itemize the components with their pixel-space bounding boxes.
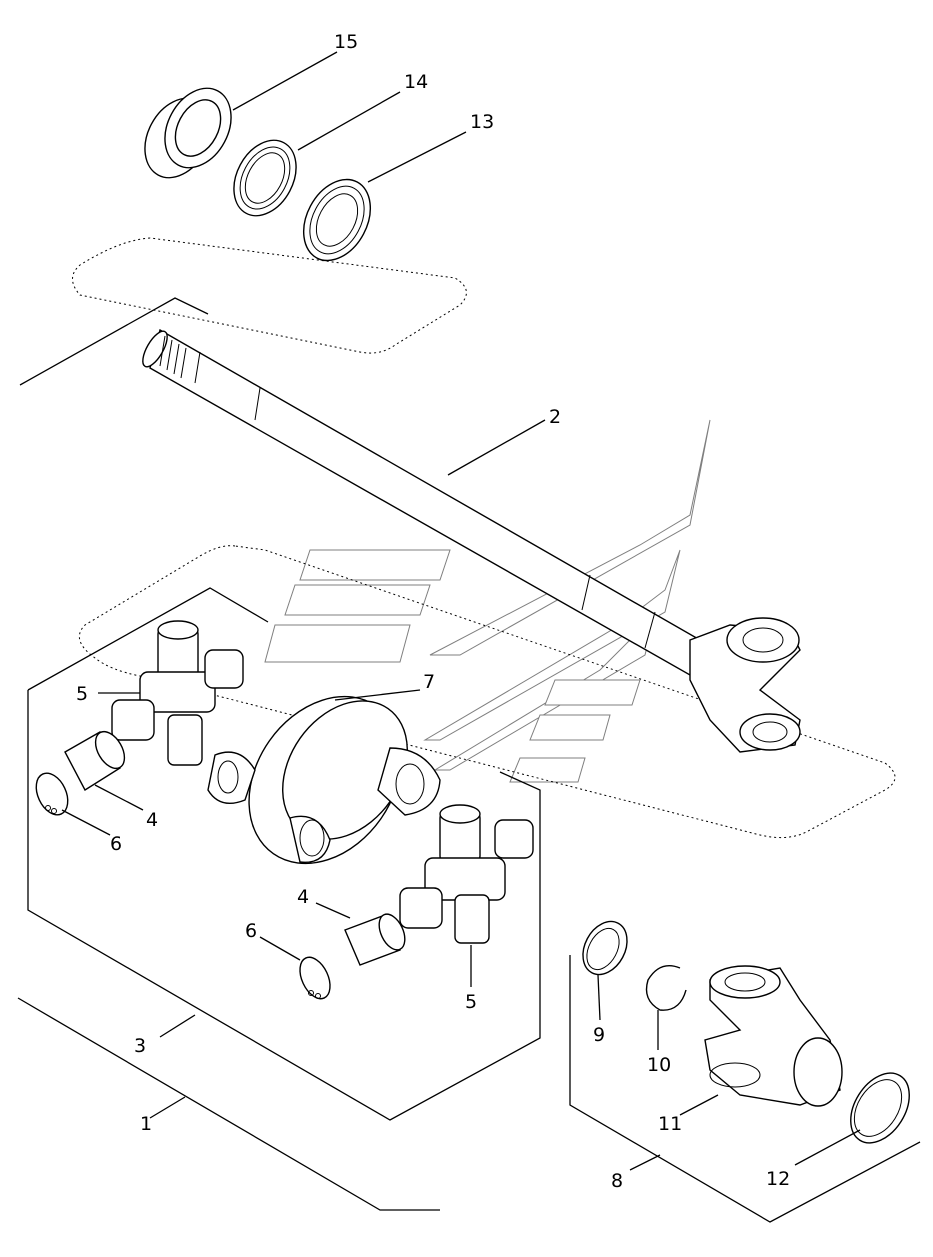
callout-5-right: 5 <box>465 991 477 1013</box>
cross-spider-5-left <box>111 620 244 766</box>
leader-lines <box>61 51 861 1171</box>
callout-10: 10 <box>647 1054 671 1076</box>
bracket-group-3-top <box>27 587 269 691</box>
dotted-outline-joint <box>78 545 896 839</box>
callout-8: 8 <box>611 1170 623 1192</box>
watermark-logo <box>264 419 711 783</box>
bracket-group-1-bottom <box>17 997 440 1211</box>
callout-5-left: 5 <box>76 683 88 705</box>
callout-4-right: 4 <box>297 886 309 908</box>
callout-12: 12 <box>766 1168 790 1190</box>
callout-1: 1 <box>140 1113 152 1135</box>
callout-4-left: 4 <box>146 809 158 831</box>
callout-2: 2 <box>549 406 561 428</box>
callout-9: 9 <box>593 1024 605 1046</box>
cross-spider-5-right <box>399 804 534 944</box>
bracket-group-3 <box>27 690 541 1121</box>
callout-7: 7 <box>423 671 435 693</box>
bracket-group-8 <box>569 955 921 1223</box>
bearing-cup-4-left <box>64 730 126 791</box>
callout-6-right: 6 <box>245 920 257 942</box>
seal-14 <box>233 139 297 217</box>
bearing-15 <box>144 87 232 179</box>
callouts: 1 2 3 4 4 5 5 6 6 7 8 9 10 11 12 13 14 1… <box>76 31 790 1192</box>
shaft-yoke <box>689 617 801 753</box>
callout-13: 13 <box>470 111 494 133</box>
snap-ring-6-right <box>299 956 331 1000</box>
snap-ring-6-left <box>35 772 69 816</box>
bracket-group-1 <box>19 297 209 386</box>
ring-9 <box>582 920 628 976</box>
callout-6-left: 6 <box>110 833 122 855</box>
center-yoke-7 <box>207 695 441 865</box>
seal-12 <box>850 1072 910 1144</box>
bearing-cup-4-right <box>344 913 406 966</box>
retaining-ring-10 <box>645 965 687 1011</box>
stub-yoke-11 <box>704 965 843 1107</box>
callout-3: 3 <box>134 1035 146 1057</box>
dotted-outline-seals <box>72 237 467 354</box>
axle-shaft-2 <box>142 328 701 677</box>
callout-14: 14 <box>404 71 428 93</box>
callout-15: 15 <box>334 31 358 53</box>
seal-13 <box>302 178 372 262</box>
callout-11: 11 <box>658 1113 682 1135</box>
